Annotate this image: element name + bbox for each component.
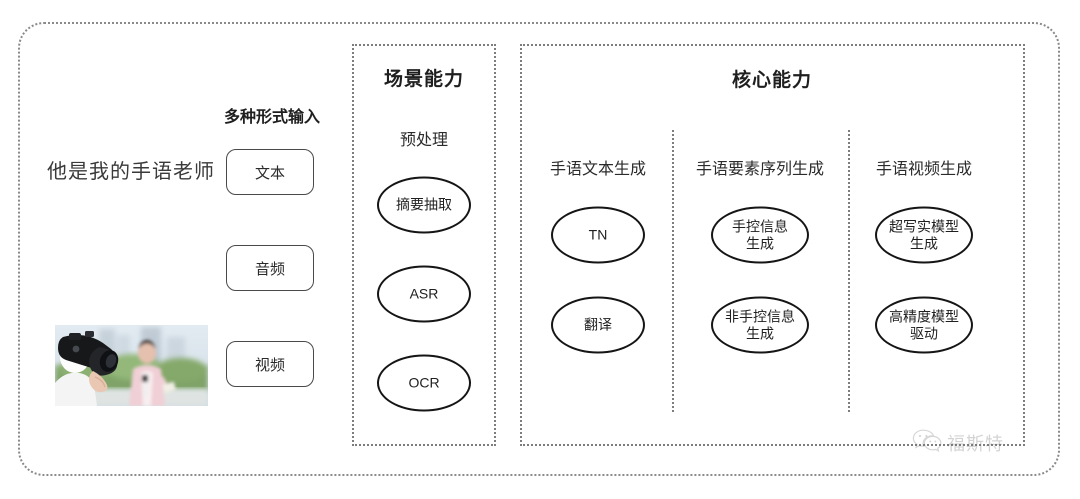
core-column-header-element-sequence: 手语要素序列生成 xyxy=(695,161,825,178)
core-panel-title: 核心能力 xyxy=(731,70,813,91)
outer-frame xyxy=(18,22,1060,476)
core-node-highprecision-model-driving-label: 高精度模型驱动 xyxy=(889,308,959,341)
scene-node-asr[interactable]: ASR xyxy=(377,265,471,323)
scene-panel-subtitle: 预处理 xyxy=(399,132,449,149)
core-node-translation[interactable]: 翻译 xyxy=(551,296,645,354)
wechat-icon xyxy=(912,428,942,457)
modality-chip-video-label: 视频 xyxy=(254,356,285,374)
modality-chip-audio[interactable]: 音频 xyxy=(226,245,314,291)
modality-chip-text-label: 文本 xyxy=(254,164,285,182)
modality-chip-text[interactable]: 文本 xyxy=(226,149,314,195)
core-node-translation-label: 翻译 xyxy=(584,316,612,333)
core-panel-divider-2 xyxy=(848,130,850,412)
scene-node-summary-extraction[interactable]: 摘要抽取 xyxy=(377,176,471,234)
core-column-header-video-generation: 手语视频生成 xyxy=(875,161,973,178)
video-thumbnail-icon xyxy=(55,325,208,406)
modality-chip-audio-label: 音频 xyxy=(254,260,285,278)
modality-chip-video[interactable]: 视频 xyxy=(226,341,314,387)
core-node-highprecision-model-driving[interactable]: 高精度模型驱动 xyxy=(875,296,973,354)
core-node-tn[interactable]: TN xyxy=(551,206,645,264)
core-node-photorealistic-model-generation[interactable]: 超写实模型生成 xyxy=(875,206,973,264)
scene-capability-panel xyxy=(352,44,496,446)
scene-node-ocr[interactable]: OCR xyxy=(377,354,471,412)
sample-input-text: 他是我的手语老师 xyxy=(47,161,215,183)
audio-waveform-icon xyxy=(45,236,213,300)
scene-node-ocr-label: OCR xyxy=(408,374,440,391)
watermark-text: 福斯特 xyxy=(947,433,1004,454)
core-column-header-text-generation: 手语文本生成 xyxy=(549,161,647,178)
core-node-photorealistic-model-generation-label: 超写实模型生成 xyxy=(889,218,959,251)
scene-node-asr-label: ASR xyxy=(409,285,439,302)
core-node-manual-signal-generation-label: 手控信息生成 xyxy=(732,218,788,251)
scene-panel-title: 场景能力 xyxy=(383,69,465,90)
core-capability-panel xyxy=(520,44,1025,446)
scene-node-summary-extraction-label: 摘要抽取 xyxy=(396,196,452,213)
input-section-heading: 多种形式输入 xyxy=(223,109,321,126)
watermark: 福斯特 xyxy=(912,428,1004,457)
core-node-tn-label: TN xyxy=(588,226,608,243)
core-node-nonmanual-signal-generation-label: 非手控信息生成 xyxy=(725,308,795,341)
core-node-manual-signal-generation[interactable]: 手控信息生成 xyxy=(711,206,809,264)
core-node-nonmanual-signal-generation[interactable]: 非手控信息生成 xyxy=(711,296,809,354)
core-panel-divider-1 xyxy=(672,130,674,412)
